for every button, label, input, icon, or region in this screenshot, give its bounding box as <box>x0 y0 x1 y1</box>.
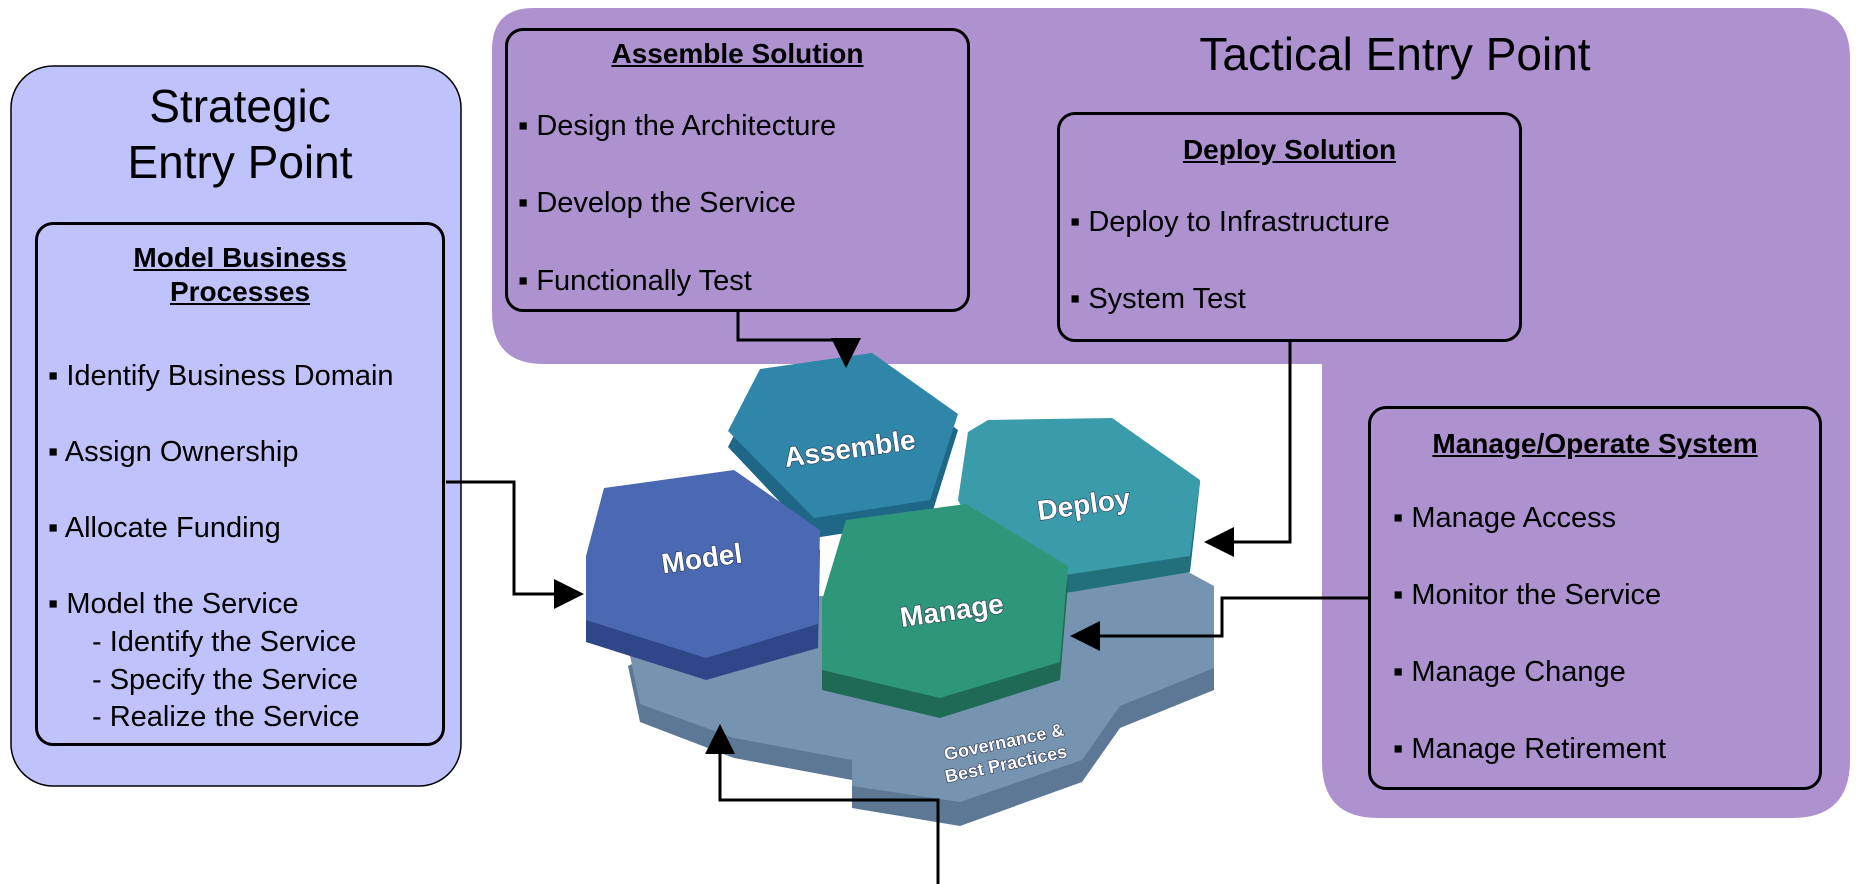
manage-item-text: Manage Retirement <box>1411 733 1667 765</box>
model-box-title-line2: Processes <box>169 276 311 307</box>
manage-item-4: ▪ Manage Retirement <box>1393 732 1666 766</box>
model-item-text: Model the Service <box>66 588 299 620</box>
bullet: ▪ <box>518 110 529 142</box>
manage-hex <box>822 504 1068 718</box>
governance-connector-arrow <box>705 724 940 884</box>
manage-item-1: ▪ Manage Access <box>1393 501 1616 535</box>
model-item-4: ▪ Model the Service <box>48 587 298 621</box>
manage-item-text: Monitor the Service <box>1411 579 1662 611</box>
manage-item-2: ▪ Monitor the Service <box>1393 578 1661 612</box>
model-connector-arrow <box>446 480 584 609</box>
manage-item-text: Manage Access <box>1411 502 1617 534</box>
assemble-connector-arrow <box>736 312 861 368</box>
model-hex <box>586 470 820 680</box>
bullet: ▪ <box>518 187 529 219</box>
deploy-box-title: Deploy Solution <box>1182 134 1397 165</box>
strategic-title-line1: Strategic <box>149 80 331 132</box>
assemble-item-2: ▪ Develop the Service <box>518 186 796 220</box>
assemble-item-text: Develop the Service <box>536 187 796 219</box>
strategic-panel <box>10 65 462 787</box>
deploy-item-text: Deploy to Infrastructure <box>1088 206 1390 238</box>
strategic-title: Strategic Entry Point <box>50 78 430 190</box>
model-business-processes-box: Model Business Processes ▪ Identify Busi… <box>35 222 445 746</box>
strategic-title-line2: Entry Point <box>127 136 353 188</box>
assemble-box-title: Assemble Solution <box>611 38 864 69</box>
manage-operate-system-box: Manage/Operate System ▪ Manage Access ▪ … <box>1368 406 1822 790</box>
assemble-hex <box>728 353 958 538</box>
model-subitem-1: - Identify the Service <box>92 626 357 658</box>
bullet: ▪ <box>48 588 59 620</box>
bullet: ▪ <box>1070 206 1081 238</box>
tactical-title: Tactical Entry Point <box>1199 28 1591 80</box>
model-item-3: ▪ Allocate Funding <box>48 511 281 545</box>
manage-connector-arrow <box>1070 596 1370 651</box>
assemble-item-3: ▪ Functionally Test <box>518 264 752 298</box>
model-item-1: ▪ Identify Business Domain <box>48 359 394 393</box>
deploy-item-1: ▪ Deploy to Infrastructure <box>1070 205 1390 239</box>
model-subitem-2: - Specify the Service <box>92 664 358 696</box>
manage-item-text: Manage Change <box>1411 656 1626 688</box>
bullet: ▪ <box>1393 579 1404 611</box>
bullet: ▪ <box>48 360 59 392</box>
model-hex-label: Model <box>660 538 744 580</box>
model-item-text: Identify Business Domain <box>66 360 394 392</box>
manage-item-3: ▪ Manage Change <box>1393 655 1626 689</box>
assemble-item-1: ▪ Design the Architecture <box>518 109 836 143</box>
bullet: ▪ <box>48 512 59 544</box>
bullet: ▪ <box>1393 656 1404 688</box>
bullet: ▪ <box>1070 283 1081 315</box>
tactical-panel <box>492 8 1850 818</box>
model-item-text: Assign Ownership <box>64 436 299 468</box>
assemble-item-text: Design the Architecture <box>536 110 837 142</box>
model-item-2: ▪ Assign Ownership <box>48 435 298 469</box>
bullet: ▪ <box>1393 502 1404 534</box>
model-box-title: Model Business Processes <box>38 241 442 309</box>
model-box-title-line1: Model Business <box>133 242 347 273</box>
model-item-text: Allocate Funding <box>64 512 281 544</box>
deploy-connector-arrow <box>1204 340 1292 557</box>
assemble-item-text: Functionally Test <box>536 265 752 297</box>
deploy-item-text: System Test <box>1088 283 1246 315</box>
deploy-item-2: ▪ System Test <box>1070 282 1246 316</box>
bullet: ▪ <box>518 265 529 297</box>
bullet: ▪ <box>48 436 59 468</box>
deploy-solution-box: Deploy Solution ▪ Deploy to Infrastructu… <box>1057 112 1522 342</box>
model-subitem-3: - Realize the Service <box>92 701 360 733</box>
bullet: ▪ <box>1393 733 1404 765</box>
assemble-solution-box: Assemble Solution ▪ Design the Architect… <box>505 28 970 312</box>
manage-box-title: Manage/Operate System <box>1432 428 1758 459</box>
